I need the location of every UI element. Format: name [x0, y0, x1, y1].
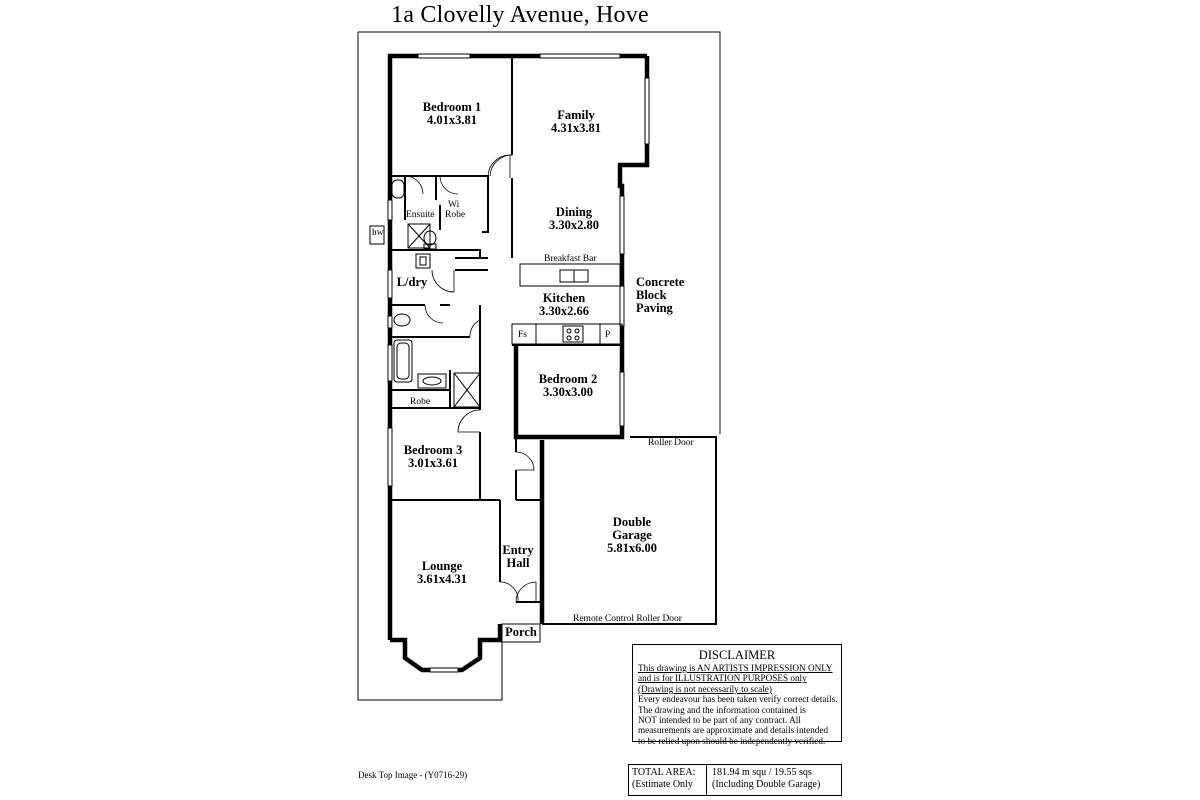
- interior-walls: [390, 56, 622, 603]
- room-double-garage: Double Garage 5.81x6.00: [592, 516, 672, 555]
- total-area-labels: TOTAL AREA: (Estimate Only: [629, 765, 707, 795]
- disclaimer-line: and is for ILLUSTRATION PURPOSES only: [638, 673, 807, 684]
- label-breakfast-bar: Breakfast Bar: [544, 254, 597, 264]
- disclaimer-line: measurements are approximate and details…: [638, 725, 829, 736]
- label-roller-door: Roller Door: [648, 438, 694, 448]
- site-boundary-left: [357, 32, 503, 701]
- room-name-line1: Entry: [502, 543, 534, 557]
- room-name: Bedroom 1: [422, 100, 482, 114]
- room-laundry: L/dry: [396, 275, 428, 289]
- image-reference: Desk Top Image - (Y0716-29): [358, 770, 468, 780]
- room-name-line1: Double: [612, 515, 652, 529]
- label-pantry: P: [605, 330, 611, 340]
- total-area-value-note: (Including Double Garage): [712, 779, 821, 790]
- room-family: Family 4.31x3.81: [536, 109, 616, 135]
- room-name-line2: Garage: [612, 528, 652, 542]
- room-name: Kitchen: [542, 291, 586, 305]
- room-name: Bedroom 3: [403, 443, 463, 457]
- room-size: 3.61x4.31: [417, 572, 467, 586]
- room-entry-hall: Entry Hall: [496, 544, 540, 570]
- area-line1: Concrete: [636, 275, 685, 289]
- room-size: 4.31x3.81: [551, 121, 601, 135]
- label-robe: Robe: [410, 397, 431, 407]
- room-name: Bedroom 2: [538, 372, 598, 386]
- total-area-box: TOTAL AREA: (Estimate Only 181.94 m squ …: [628, 764, 842, 796]
- room-name: Lounge: [421, 559, 463, 573]
- page-title: 1a Clovelly Avenue, Hove: [391, 2, 649, 28]
- label-ensuite: Ensuite: [406, 210, 435, 220]
- disclaimer-line: NOT intended to be part of any contract.…: [638, 715, 801, 726]
- room-size: 5.81x6.00: [607, 541, 657, 555]
- door-swings: [404, 154, 537, 603]
- disclaimer-line: (Drawing is not necessarily to scale): [638, 683, 772, 694]
- room-porch: Porch: [505, 625, 537, 639]
- label-wi-robe: Robe: [445, 210, 466, 220]
- room-bedroom-1: Bedroom 1 4.01x3.81: [412, 101, 492, 127]
- label-fridge-space: Fs: [518, 330, 527, 340]
- disclaimer-heading: DISCLAIMER: [698, 648, 776, 662]
- disclaimer-box: DISCLAIMER This drawing is AN ARTISTS IM…: [632, 644, 842, 746]
- label-wi: Wi: [448, 200, 460, 210]
- total-area-label: TOTAL AREA:: [632, 767, 696, 778]
- room-size: 3.30x3.00: [543, 385, 593, 399]
- disclaimer-line: The drawing and the information containe…: [638, 704, 806, 715]
- room-size: 3.01x3.61: [408, 456, 458, 470]
- garage-walls: [541, 436, 717, 625]
- room-size: 4.01x3.81: [427, 113, 477, 127]
- area-line2: Block: [636, 288, 667, 302]
- disclaimer-line: to be relied upon should be independentl…: [638, 735, 826, 746]
- room-bedroom-3: Bedroom 3 3.01x3.61: [393, 444, 473, 470]
- area-line3: Paving: [636, 301, 673, 315]
- label-remote-roller-door: Remote Control Roller Door: [573, 614, 682, 624]
- room-kitchen: Kitchen 3.30x2.66: [524, 292, 604, 318]
- fixtures: [369, 179, 623, 408]
- room-lounge: Lounge 3.61x4.31: [402, 560, 482, 586]
- room-dining: Dining 3.30x2.80: [534, 206, 614, 232]
- area-concrete-paving: Concrete Block Paving: [636, 276, 706, 315]
- total-area-note: (Estimate Only: [632, 779, 693, 790]
- porch-outline: [501, 623, 541, 643]
- label-hot-water: hw: [372, 228, 384, 238]
- disclaimer-line: This drawing is AN ARTISTS IMPRESSION ON…: [638, 663, 833, 673]
- site-boundary: [358, 31, 721, 434]
- disclaimer-line: Every endeavour has been taken verify co…: [638, 694, 838, 705]
- room-bedroom-2: Bedroom 2 3.30x3.00: [528, 373, 608, 399]
- room-name: Dining: [555, 205, 593, 219]
- room-name: Family: [557, 108, 595, 122]
- room-size: 3.30x2.66: [539, 304, 589, 318]
- room-name-line2: Hall: [506, 556, 530, 570]
- total-area-values: 181.94 m squ / 19.55 sqs (Including Doub…: [707, 765, 841, 795]
- windows: [387, 53, 650, 673]
- total-area-value: 181.94 m squ / 19.55 sqs: [712, 767, 812, 778]
- room-size: 3.30x2.80: [549, 218, 599, 232]
